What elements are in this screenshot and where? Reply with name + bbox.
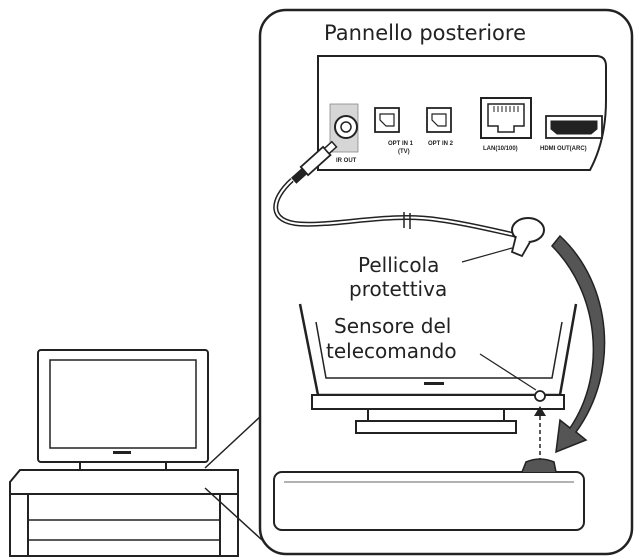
zoom-lines [204, 414, 263, 541]
sensor-pointer [479, 353, 537, 391]
opt-in-2-label: OPT IN 2 [428, 141, 454, 147]
remote-sensor [534, 390, 546, 402]
opt-in-1-port: OPT IN 1 (TV) [374, 107, 414, 155]
large-tv [298, 303, 578, 434]
attached-emitter [521, 458, 557, 473]
sensor-label-line2: telecomando [326, 339, 457, 363]
ir-out-label: IR OUT [336, 158, 357, 164]
large-tv-logo [424, 382, 444, 385]
hdmi-port: HDMI OUT(ARC) [540, 115, 603, 152]
back-panel-label: Pannello posteriore [324, 21, 526, 45]
large-soundbar [273, 458, 585, 531]
opt-in-1-label: OPT IN 1 [388, 141, 414, 147]
hdmi-label: HDMI OUT(ARC) [540, 146, 587, 152]
large-tv-stand-neck [367, 408, 505, 422]
opt-in-2-port: OPT IN 2 [426, 107, 454, 147]
large-tv-stand-base [355, 420, 517, 434]
film-label-line1: Pellicola [358, 253, 439, 277]
small-tv-logo [113, 451, 131, 454]
stand-body [9, 493, 239, 557]
dashed-pointer-arrow [534, 406, 546, 462]
film-label-line2: protettiva [349, 277, 447, 301]
ir-out-port: IR OUT [329, 103, 359, 164]
sensor-label-line1: Sensore del [334, 314, 451, 338]
lan-label: LAN(10/100) [483, 146, 518, 152]
tv-stand-scene [9, 349, 239, 557]
back-panel: IR OUT OPT IN 1 (TV) OPT IN 2 [317, 55, 607, 171]
lan-port: LAN(10/100) [480, 97, 532, 152]
ir-emitter [510, 217, 545, 258]
move-arrow [550, 234, 606, 454]
opt-in-1-sublabel: (TV) [398, 149, 410, 155]
stand-top [9, 469, 239, 495]
small-tv-screen [49, 359, 197, 449]
ir-cable [273, 140, 545, 263]
